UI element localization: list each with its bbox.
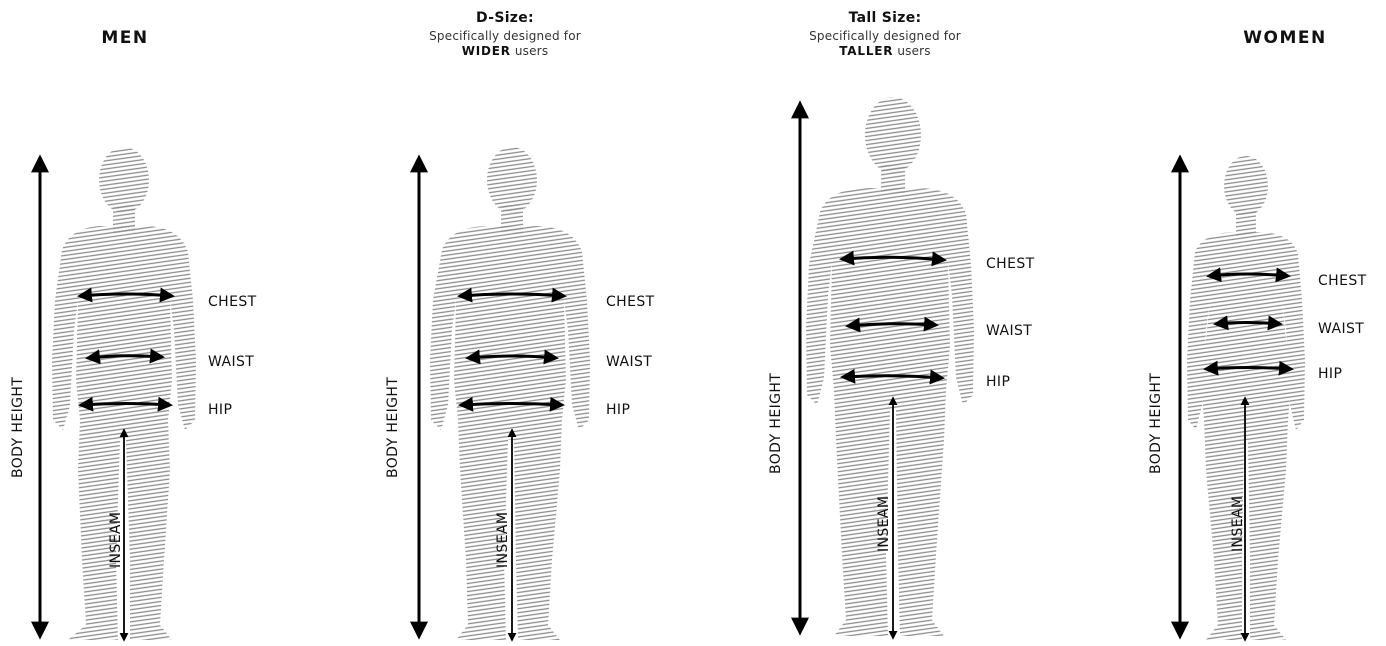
panel-men: MEN CHEST WAIST HIP BODY HEIGHT INSEAM	[0, 0, 300, 646]
men-figure	[0, 0, 300, 646]
inseam-label: INSEAM	[1230, 496, 1246, 552]
d-size-figure	[380, 0, 680, 646]
hip-arrow	[81, 404, 170, 406]
chest-label: CHEST	[606, 294, 655, 310]
hip-label: HIP	[208, 402, 232, 418]
body-height-label: BODY HEIGHT	[768, 373, 784, 474]
inseam-label: INSEAM	[108, 512, 124, 568]
panel-women: WOMEN CHEST WAIST HIP BODY HEIGHT INSEAM	[1140, 0, 1386, 646]
panel-tall-size: Tall Size: Specifically designed for TAL…	[760, 0, 1080, 646]
hip-arrow	[461, 404, 562, 406]
waist-arrow	[1216, 323, 1280, 325]
chest-label: CHEST	[1318, 273, 1367, 289]
hip-arrow	[1206, 368, 1291, 370]
chest-label: CHEST	[986, 256, 1035, 272]
waist-label: WAIST	[208, 354, 254, 370]
inseam-label: INSEAM	[495, 512, 511, 568]
hip-label: HIP	[606, 402, 630, 418]
body-height-label: BODY HEIGHT	[10, 377, 26, 478]
waist-label: WAIST	[986, 323, 1032, 339]
hip-label: HIP	[1318, 366, 1342, 382]
waist-label: WAIST	[606, 354, 652, 370]
tall-male-silhouette	[806, 97, 974, 636]
body-height-label: BODY HEIGHT	[385, 377, 401, 478]
female-silhouette	[1187, 156, 1305, 640]
waist-label: WAIST	[1318, 321, 1364, 337]
body-height-label: BODY HEIGHT	[1148, 373, 1164, 474]
chest-label: CHEST	[208, 294, 257, 310]
hip-label: HIP	[986, 374, 1010, 390]
inseam-label: INSEAM	[876, 496, 892, 552]
panel-d-size: D-Size: Specifically designed for WIDER …	[380, 0, 680, 646]
